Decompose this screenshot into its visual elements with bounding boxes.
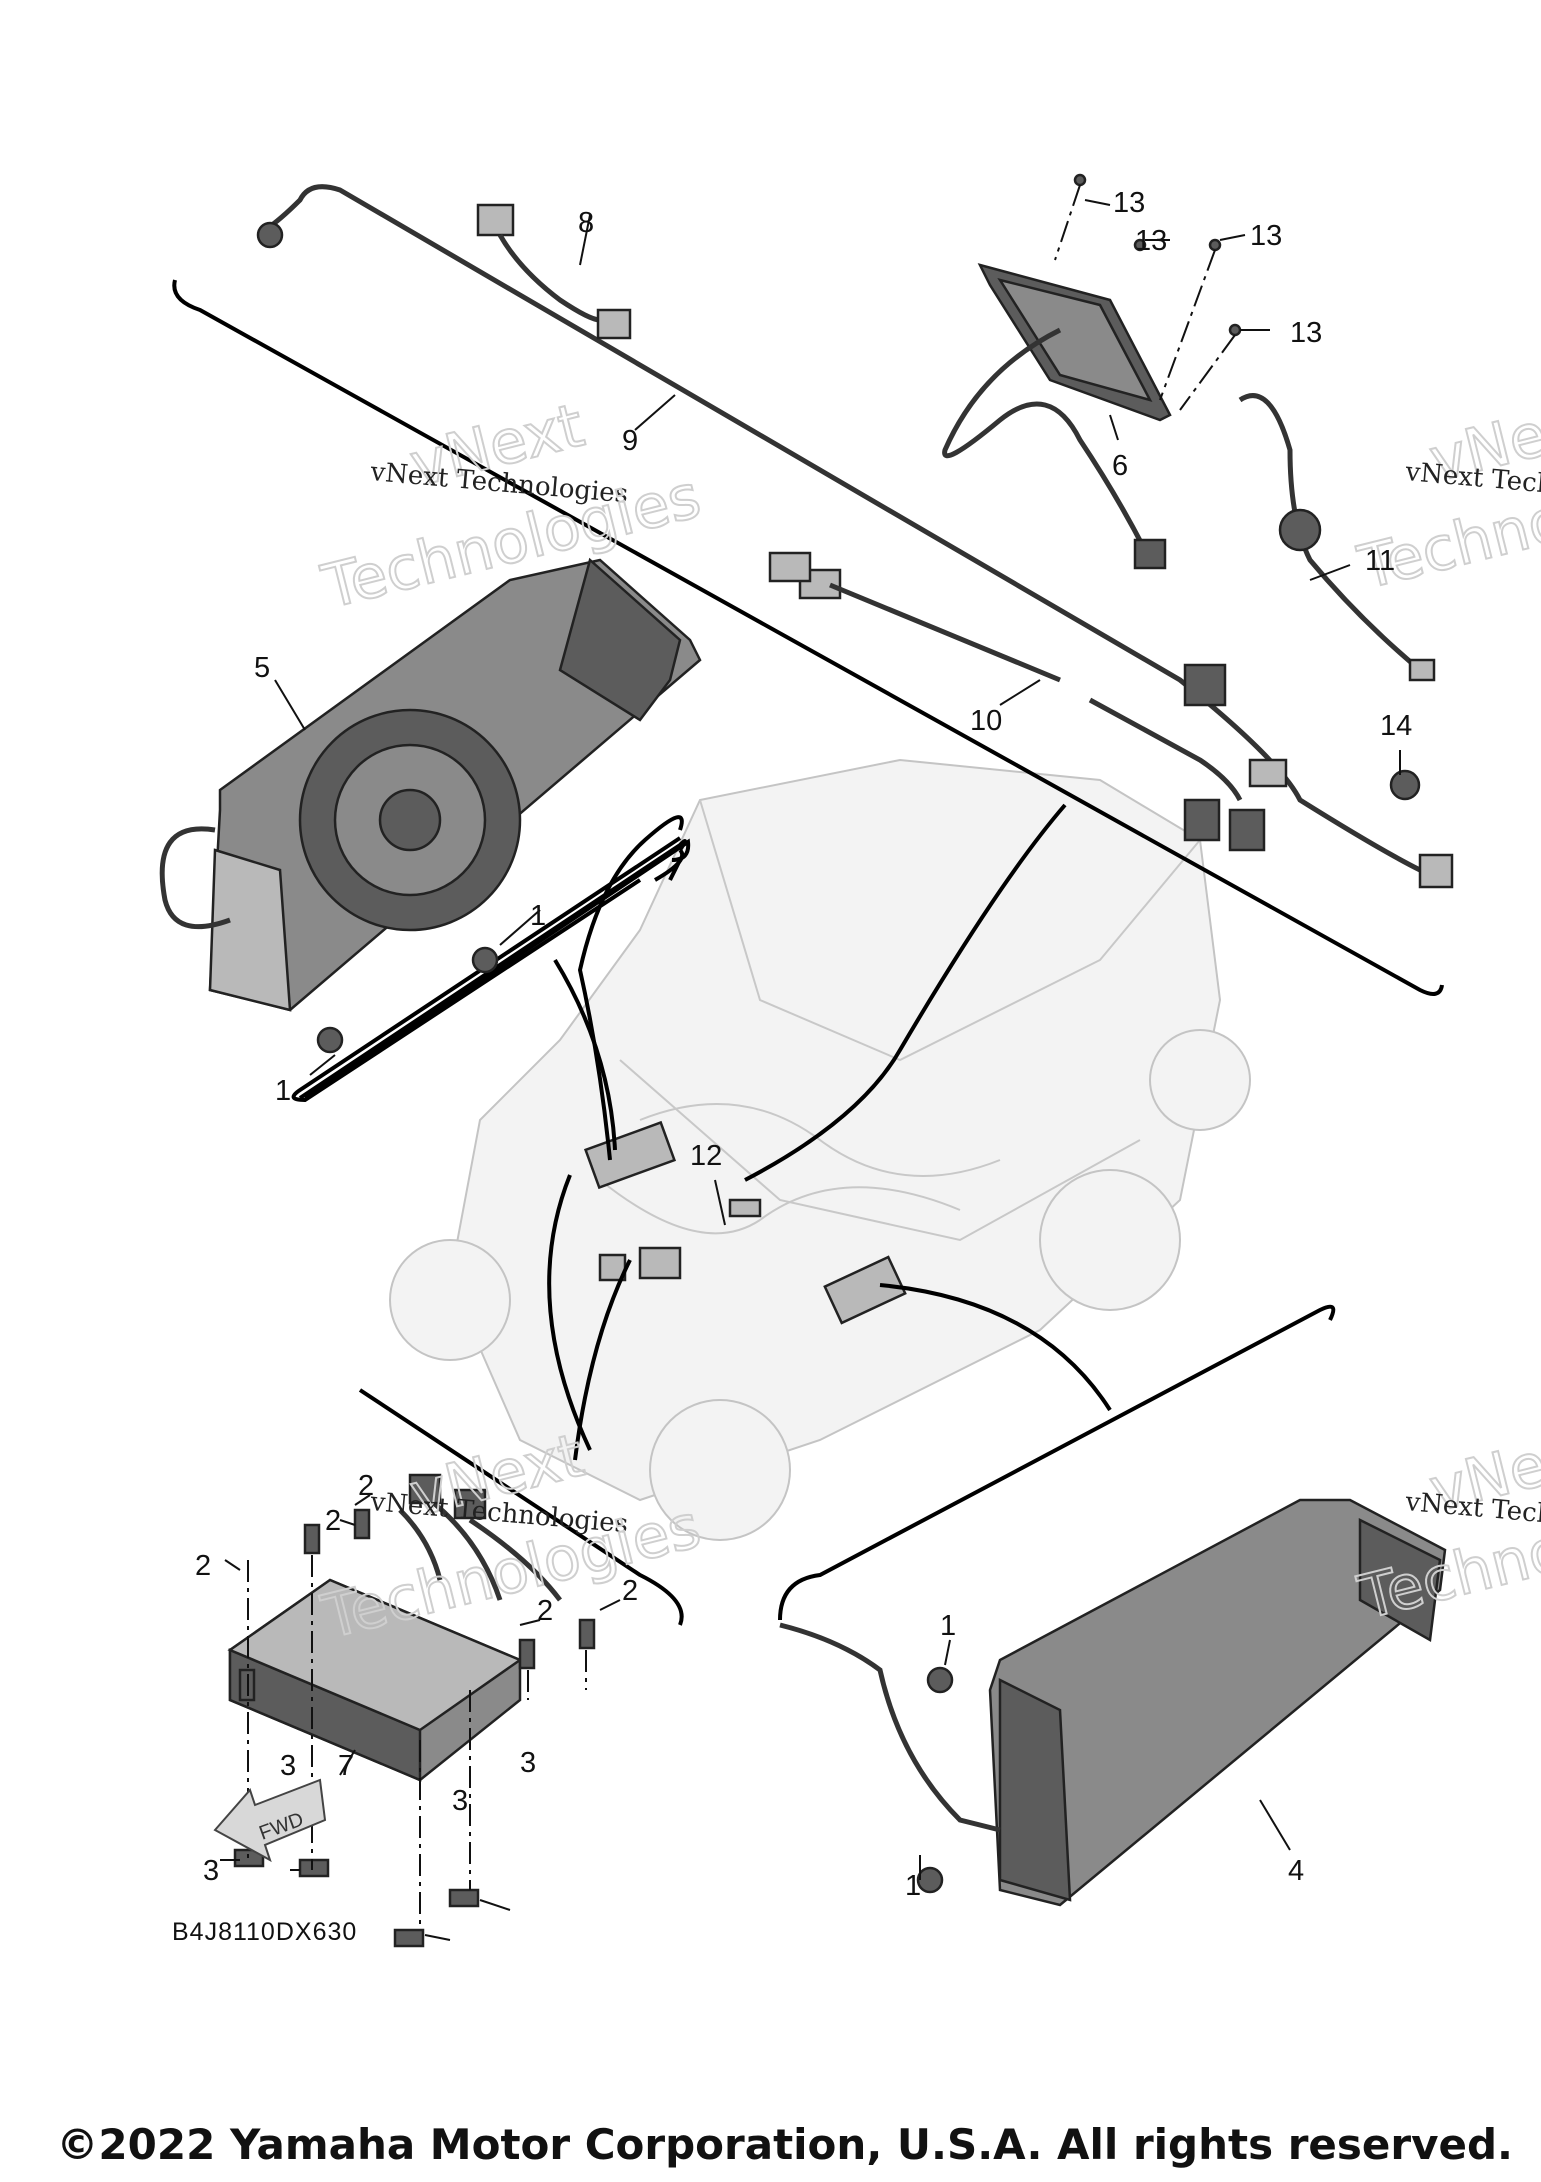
callout-4: 4 — [1288, 1855, 1304, 1887]
part-7-controller — [227, 1473, 562, 1782]
part-5-fan-assembly — [159, 557, 702, 1054]
callout-2: 2 — [195, 1550, 211, 1582]
part-14-nut — [1389, 769, 1421, 801]
fwd-arrow-icon: FWD — [213, 1778, 327, 1863]
callout-10: 10 — [970, 705, 1002, 737]
bolt-icon — [926, 1666, 954, 1694]
bolt-icon — [471, 946, 499, 974]
callout-2: 2 — [537, 1595, 553, 1627]
part-6-panel — [942, 263, 1172, 570]
copyright-notice: ©2022 Yamaha Motor Corporation, U.S.A. A… — [56, 2120, 1513, 2169]
callout-3: 3 — [452, 1785, 468, 1817]
callout-13: 13 — [1250, 220, 1282, 252]
callout-6: 6 — [1112, 450, 1128, 482]
part-11-switch-lead — [1238, 393, 1436, 682]
callout-11: 11 — [1365, 545, 1395, 577]
callout-2: 2 — [622, 1575, 638, 1607]
callout-14: 14 — [1380, 710, 1412, 742]
callout-2: 2 — [358, 1470, 374, 1502]
callout-13: 13 — [1135, 225, 1167, 257]
callout-1: 1 — [940, 1610, 956, 1642]
callout-9: 9 — [622, 425, 638, 457]
callout-5: 5 — [254, 652, 270, 684]
callout-12: 12 — [690, 1140, 722, 1172]
part-9-wire-harness — [256, 184, 1454, 889]
group-brackets — [172, 279, 1444, 1626]
callout-2: 2 — [325, 1505, 341, 1537]
callout-labels: 13 13 13 13 8 6 9 11 5 10 14 1 1 12 2 2 … — [195, 187, 1412, 1902]
callout-1: 1 — [530, 900, 546, 932]
callout-1: 1 — [905, 1870, 921, 1902]
vehicle-ghost-outline — [389, 758, 1251, 1541]
bolt-icon — [916, 1866, 944, 1894]
part-8-lead — [476, 203, 632, 340]
callout-3: 3 — [203, 1855, 219, 1887]
callout-1: 1 — [275, 1075, 291, 1107]
callout-7: 7 — [338, 1750, 354, 1782]
callout-13: 13 — [1290, 317, 1322, 349]
bolt-icon — [316, 1026, 344, 1054]
part-4-fan-assembly — [779, 1498, 1447, 1907]
callout-13: 13 — [1113, 187, 1145, 219]
part-code: B4J8110DX630 — [172, 1918, 357, 1946]
callout-8: 8 — [578, 207, 594, 239]
part-10-sub-harness — [768, 551, 1288, 852]
callout-3: 3 — [520, 1747, 536, 1779]
leader-lines — [220, 199, 1401, 1941]
callout-3: 3 — [280, 1750, 296, 1782]
